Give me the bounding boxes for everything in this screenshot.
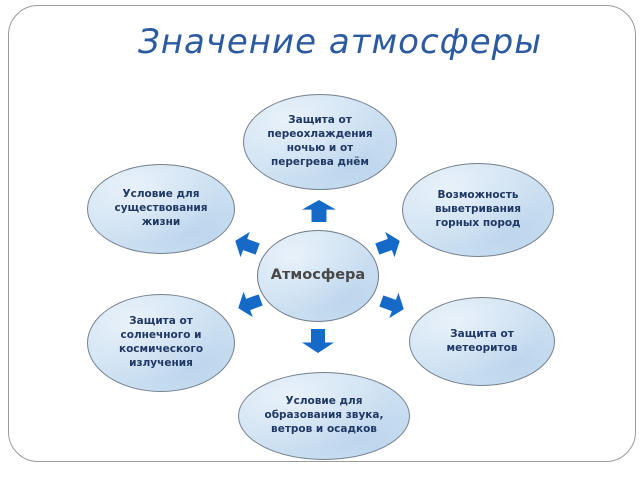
- node-ellipse-bottom: Условие для образования звука, ветров и …: [238, 372, 410, 460]
- slide-title: Значение атмосферы: [137, 22, 543, 62]
- node-ellipse-top-right: Возможность выветривания горных пород: [402, 163, 554, 257]
- node-ellipse-bottom-left: Защита от солнечного и космического излу…: [87, 294, 235, 392]
- node-label-top: Защита от переохлаждения ночью и от пере…: [267, 114, 373, 168]
- node-label-bottom-left: Защита от солнечного и космического излу…: [118, 315, 204, 369]
- node-ellipse-center: Атмосфера: [257, 230, 379, 322]
- node-label-bottom: Условие для образования звука, ветров и …: [264, 395, 384, 435]
- node-label-top-left: Условие для существования жизни: [114, 188, 208, 228]
- node-label-center: Атмосфера: [270, 267, 366, 284]
- node-label-top-right: Возможность выветривания горных пород: [435, 189, 521, 229]
- node-ellipse-top-left: Условие для существования жизни: [87, 164, 235, 254]
- node-ellipse-top: Защита от переохлаждения ночью и от пере…: [243, 94, 397, 190]
- node-label-bottom-right: Защита от метеоритов: [446, 327, 518, 354]
- node-ellipse-bottom-right: Защита от метеоритов: [409, 297, 555, 386]
